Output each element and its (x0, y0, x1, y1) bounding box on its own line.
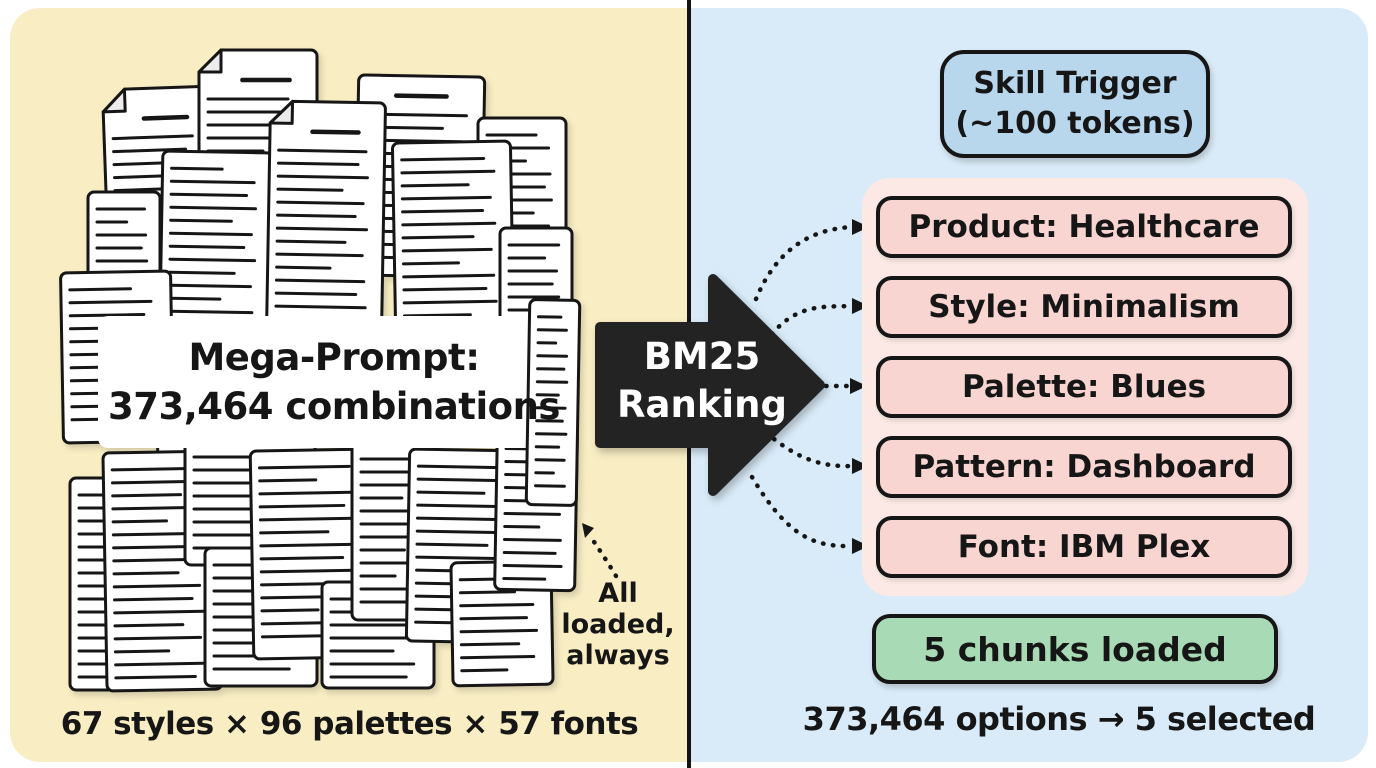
right-arrow-icon (595, 274, 825, 496)
annotation-line: loaded, (561, 609, 675, 640)
chunk-pattern: Pattern: Dashboard (876, 436, 1292, 498)
left-panel-caption: 67 styles × 96 palettes × 57 fonts (60, 706, 639, 742)
bm25-ranking-arrow: BM25 Ranking (595, 274, 825, 496)
skill-trigger-title: Skill Trigger (973, 66, 1177, 101)
arrow-label-line1: BM25 (644, 335, 761, 378)
chunk-palette: Palette: Blues (876, 356, 1292, 418)
chunks-loaded-badge: 5 chunks loaded (872, 614, 1278, 684)
arrow-label-line2: Ranking (617, 383, 787, 426)
skill-trigger-tokens: (~100 tokens) (955, 106, 1195, 141)
annotation-line: always (566, 640, 670, 671)
chunk-font: Font: IBM Plex (876, 516, 1292, 578)
mega-prompt-count: 373,464 combinations (108, 385, 560, 428)
chunk-product: Product: Healthcare (876, 196, 1292, 258)
chunk-style: Style: Minimalism (876, 276, 1292, 338)
annotation-line: All (598, 578, 638, 609)
mega-prompt-title: Mega-Prompt: (188, 336, 480, 379)
mega-prompt-label: Mega-Prompt: 373,464 combinations (98, 316, 570, 448)
skill-trigger-box: Skill Trigger (~100 tokens) (940, 50, 1210, 158)
right-panel-caption: 373,464 options → 5 selected (802, 700, 1316, 738)
all-loaded-annotation: All loaded, always (553, 578, 683, 671)
